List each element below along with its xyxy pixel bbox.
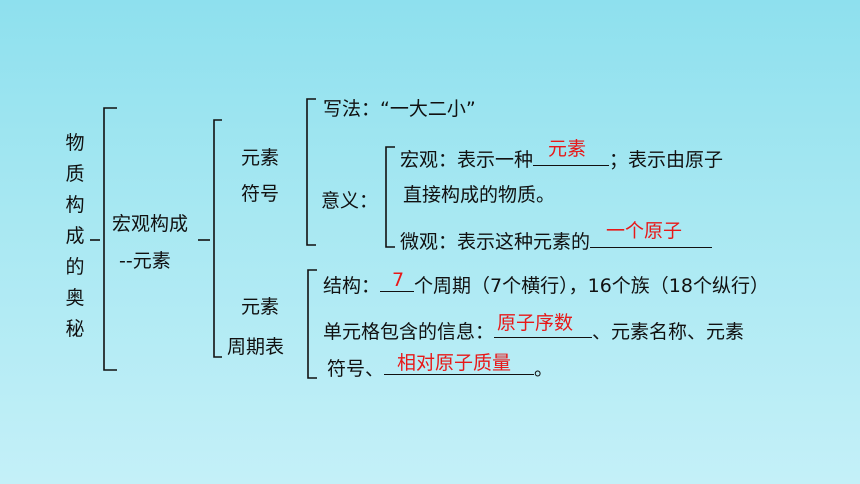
writing-content: “一大二小” — [380, 98, 476, 120]
symbol-bracket — [306, 98, 316, 246]
cell-info-line2-suffix: 。 — [534, 358, 554, 380]
micro-row: 微观：表示这种元素的一个原子 — [400, 220, 713, 253]
macro-blank: 元素 — [533, 138, 610, 171]
cell-info-row2: 符号、相对原子质量。 — [327, 352, 554, 380]
structure-answer: 7 — [392, 269, 405, 291]
level1-bracket — [213, 119, 222, 358]
cell-info-middle: 、元素名称、元素 — [592, 321, 745, 343]
table-group-line2: 周期表 — [227, 336, 285, 358]
structure-suffix: 个周期（7个横行），16个族（18个纵行） — [414, 275, 769, 297]
cell-info-prefix: 单元格包含的信息： — [323, 321, 495, 343]
cell-info-answer2: 相对原子质量 — [397, 352, 512, 374]
micro-prefix: 微观：表示这种元素的 — [400, 231, 591, 253]
structure-row: 结构： 7 个周期（7个横行），16个族（18个纵行） — [323, 269, 769, 297]
meaning-bracket — [385, 146, 395, 248]
cell-info-blank2: 相对原子质量 — [384, 352, 535, 380]
micro-answer: 一个原子 — [606, 220, 683, 242]
structure-prefix: 结构： — [323, 275, 381, 297]
structure-blank: 7 — [380, 269, 415, 297]
meaning-label: 意义： — [321, 190, 379, 212]
symbol-group-line2: 符号 — [241, 183, 280, 205]
symbol-group-line1: 元素 — [241, 147, 280, 169]
cell-info-blank1: 原子序数 — [494, 312, 593, 343]
table-group-line1: 元素 — [241, 296, 280, 318]
macro-row: 宏观：表示一种元素 ；表示由原子 — [400, 138, 724, 171]
cell-info-answer1: 原子序数 — [497, 312, 574, 334]
root-label: 物质构成的奥秘 — [64, 128, 86, 345]
level1-line1: 宏观构成 — [112, 213, 189, 235]
level1-line2: --元素 — [119, 250, 171, 272]
micro-blank: 一个原子 — [590, 220, 713, 253]
root-text: 物质构成的奥秘 — [65, 132, 85, 340]
macro-line2: 直接构成的物质。 — [403, 184, 556, 206]
main-bracket — [103, 107, 117, 371]
cell-info-line2-prefix: 符号、 — [327, 358, 385, 380]
table-bracket — [307, 269, 317, 379]
macro-prefix: 宏观：表示一种 — [400, 149, 534, 171]
macro-suffix: ；表示由原子 — [609, 149, 724, 171]
writing-label: 写法： — [323, 98, 381, 120]
macro-answer: 元素 — [548, 138, 587, 160]
cell-info-row: 单元格包含的信息：原子序数、元素名称、元素 — [323, 312, 745, 343]
writing-row: 写法：“一大二小” — [323, 98, 476, 120]
